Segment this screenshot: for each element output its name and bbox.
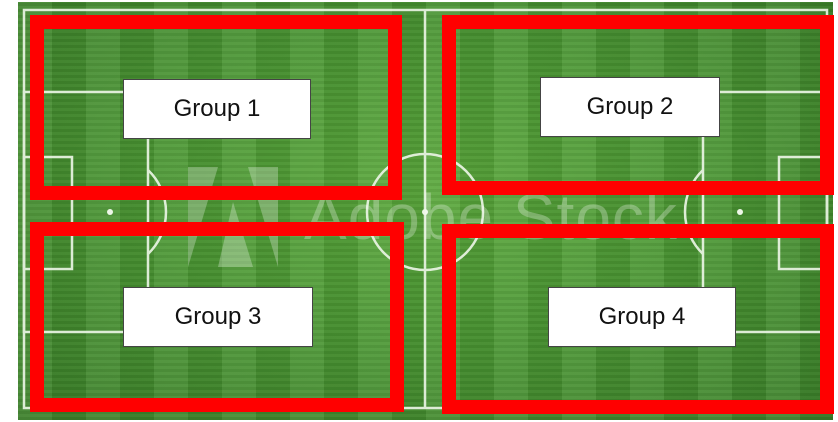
left-penalty-arc	[147, 169, 168, 255]
group-2-box	[442, 15, 834, 195]
group-1-label: Group 1	[123, 79, 311, 139]
group-4-box	[442, 224, 834, 414]
left-penalty-spot	[107, 209, 113, 215]
group-4-label: Group 4	[548, 287, 736, 347]
group-3-label: Group 3	[123, 287, 313, 347]
left-goal-box	[22, 155, 74, 271]
right-penalty-spot	[737, 209, 743, 215]
right-penalty-arc	[683, 169, 704, 255]
right-goal-box	[777, 155, 829, 271]
group-1-box	[30, 15, 402, 200]
group-3-box	[30, 222, 404, 412]
center-circle	[365, 152, 485, 272]
center-spot	[422, 209, 428, 215]
group-2-label: Group 2	[540, 77, 720, 137]
pitch-markings	[22, 8, 829, 410]
